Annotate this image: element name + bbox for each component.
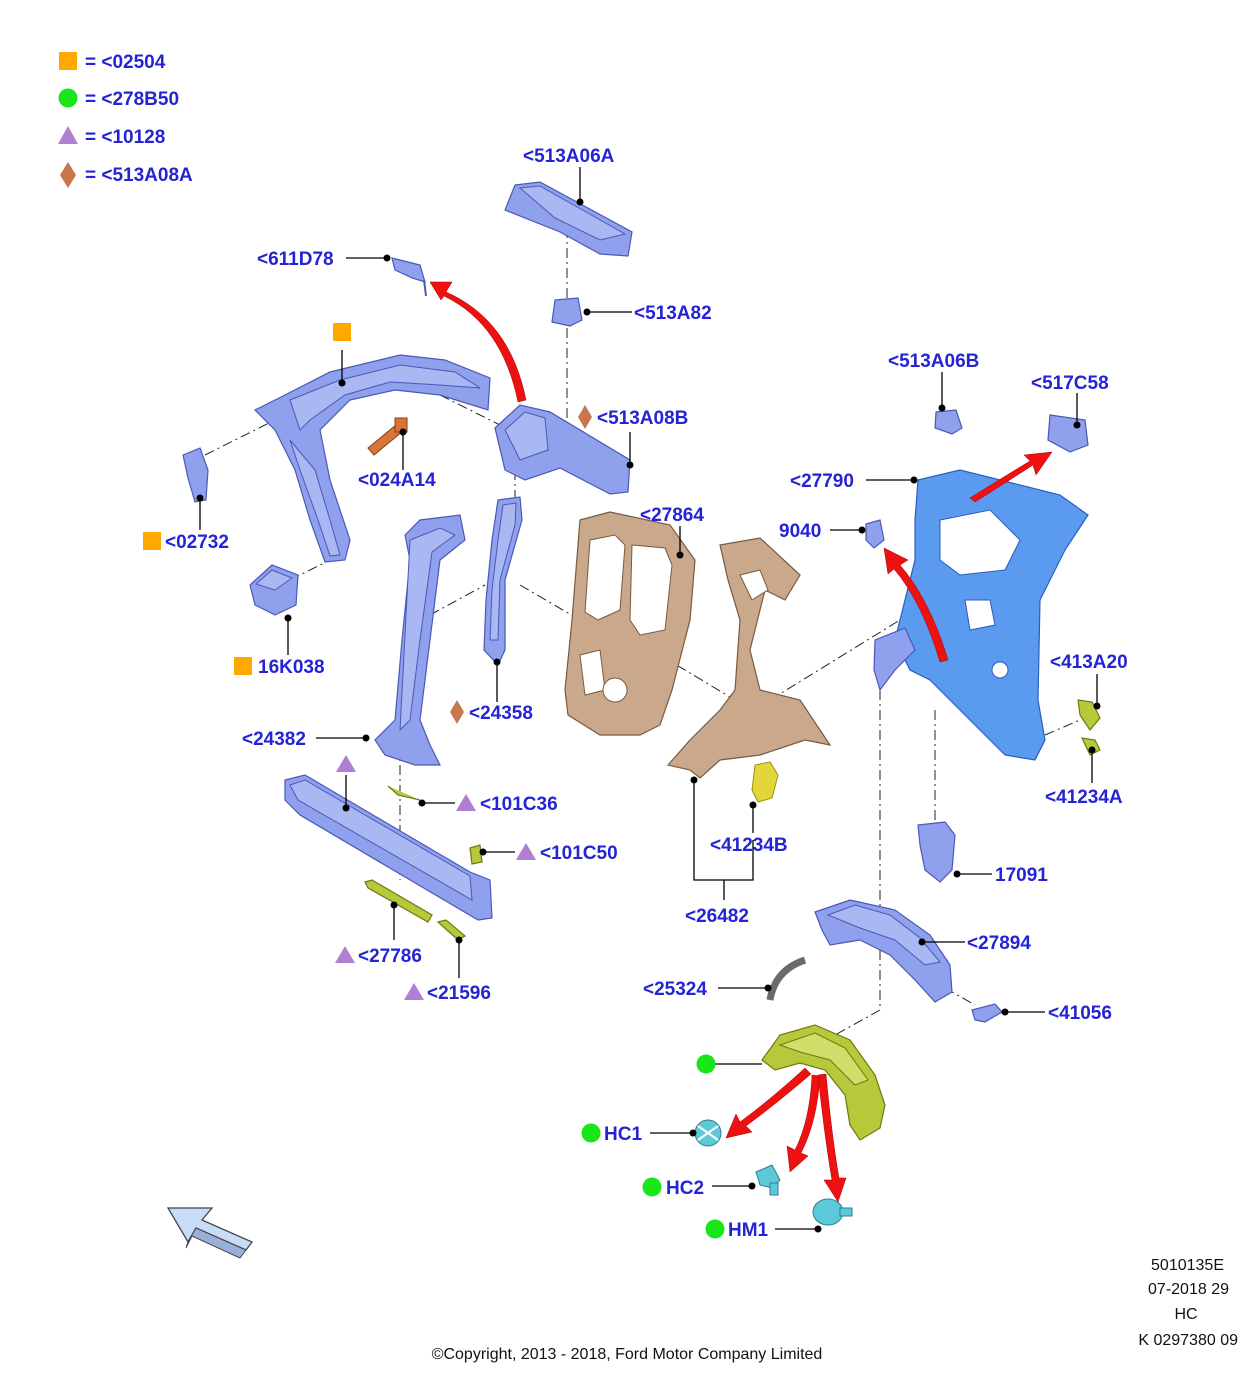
part-27790 <box>894 469 1089 761</box>
part-25324 <box>766 956 807 1001</box>
part-rocker-panel <box>284 774 493 921</box>
circle-symbol-icon <box>696 1054 716 1074</box>
label-413A20[interactable]: <413A20 <box>1050 652 1128 673</box>
part-02732 <box>182 447 209 503</box>
label-HC2[interactable]: HC2 <box>666 1178 704 1199</box>
label-9040[interactable]: 9040 <box>779 521 821 542</box>
part-513A82 <box>551 297 583 327</box>
label-513A08B[interactable]: <513A08B <box>597 408 688 429</box>
part-21596 <box>436 919 467 941</box>
part-26482 <box>666 537 832 779</box>
callout-symbols <box>143 323 725 1239</box>
diamond-symbol-icon <box>450 700 464 724</box>
red-arrows <box>429 281 1053 1203</box>
legend-square-text: = <02504 <box>85 52 166 73</box>
legend-square-icon <box>59 52 77 70</box>
part-024A14 <box>367 417 408 456</box>
part-101C36 <box>387 785 421 801</box>
label-27790[interactable]: <27790 <box>790 471 854 492</box>
part-labels: <513A06A <611D78 <513A82 <513A08B <024A1… <box>165 146 1128 1241</box>
label-513A06A[interactable]: <513A06A <box>523 146 615 167</box>
label-24382[interactable]: <24382 <box>242 729 306 750</box>
label-24358[interactable]: <24358 <box>469 703 533 724</box>
label-27864[interactable]: <27864 <box>640 505 704 526</box>
meta-date: 07-2018 29 <box>1148 1281 1229 1298</box>
label-27786[interactable]: <27786 <box>358 946 422 967</box>
part-17091 <box>917 821 956 883</box>
part-41056 <box>971 1003 1003 1023</box>
part-517C58 <box>1047 414 1089 453</box>
part-wheelhouse-liner <box>761 1024 886 1141</box>
label-517C58[interactable]: <517C58 <box>1031 373 1109 394</box>
triangle-symbol-icon <box>335 946 355 963</box>
part-front-pillar <box>253 354 491 563</box>
part-16K038 <box>249 564 299 616</box>
meta-illustration-id: 5010135E <box>1151 1257 1224 1274</box>
triangle-symbol-icon <box>404 983 424 1000</box>
label-513A06B[interactable]: <513A06B <box>888 351 979 372</box>
label-HC1[interactable]: HC1 <box>604 1124 642 1145</box>
part-HC1 <box>694 1119 722 1147</box>
legend-triangle-icon <box>58 126 78 144</box>
square-symbol-icon <box>143 532 161 550</box>
label-21596[interactable]: <21596 <box>427 983 491 1004</box>
part-513A06B <box>934 409 963 435</box>
part-9040 <box>865 519 885 549</box>
legend-diamond-icon <box>60 162 76 188</box>
part-41234B <box>751 761 779 803</box>
circle-symbol-icon <box>642 1177 662 1197</box>
label-41234A[interactable]: <41234A <box>1045 787 1123 808</box>
legend: = <02504 = <278B50 = <10128 = <513A08A <box>58 52 193 188</box>
part-611D78 <box>391 257 427 297</box>
part-513A08B <box>494 404 631 495</box>
part-513A06A <box>504 181 633 257</box>
part-HC2 <box>755 1164 781 1196</box>
label-HM1[interactable]: HM1 <box>728 1220 769 1241</box>
circle-symbol-icon <box>581 1123 601 1143</box>
part-24382 <box>374 514 466 766</box>
part-27786 <box>364 879 433 923</box>
meta-ref: K 0297380 09 <box>1138 1332 1238 1349</box>
copyright-text: ©Copyright, 2013 - 2018, Ford Motor Comp… <box>432 1346 823 1363</box>
part-41234A <box>1080 737 1101 756</box>
legend-circle-icon <box>58 88 78 108</box>
label-26482[interactable]: <26482 <box>685 906 749 927</box>
legend-circle-text: = <278B50 <box>85 89 179 110</box>
drawing-meta: 5010135E 07-2018 29 HC K 0297380 09 <box>1138 1257 1238 1349</box>
triangle-symbol-icon <box>456 794 476 811</box>
label-27894[interactable]: <27894 <box>967 933 1031 954</box>
part-24358 <box>483 496 523 667</box>
label-16K038[interactable]: 16K038 <box>258 657 325 678</box>
part-HM1 <box>812 1198 853 1226</box>
circle-symbol-icon <box>705 1219 725 1239</box>
label-02732[interactable]: <02732 <box>165 532 229 553</box>
label-024A14[interactable]: <024A14 <box>358 470 436 491</box>
label-513A82[interactable]: <513A82 <box>634 303 712 324</box>
assembly-lines <box>204 228 1081 1036</box>
label-41234B[interactable]: <41234B <box>710 835 788 856</box>
triangle-symbol-icon <box>336 755 356 772</box>
triangle-symbol-icon <box>516 843 536 860</box>
part-27864 <box>564 511 696 736</box>
legend-diamond-text: = <513A08A <box>85 165 193 186</box>
legend-triangle-text: = <10128 <box>85 127 165 148</box>
meta-code: HC <box>1174 1306 1197 1323</box>
leader-lines <box>196 167 1101 1233</box>
front-direction-arrow-icon <box>166 1207 254 1259</box>
part-27894 <box>814 899 953 1003</box>
part-101C50 <box>469 844 483 865</box>
label-41056[interactable]: <41056 <box>1048 1003 1112 1024</box>
square-symbol-icon <box>234 657 252 675</box>
label-101C36[interactable]: <101C36 <box>480 794 558 815</box>
diamond-symbol-icon <box>578 405 592 429</box>
label-25324[interactable]: <25324 <box>643 979 707 1000</box>
label-611D78[interactable]: <611D78 <box>257 249 334 270</box>
square-symbol-icon <box>333 323 351 341</box>
part-inner-bracket <box>873 627 916 692</box>
label-101C50[interactable]: <101C50 <box>540 843 618 864</box>
label-17091[interactable]: 17091 <box>995 865 1048 886</box>
